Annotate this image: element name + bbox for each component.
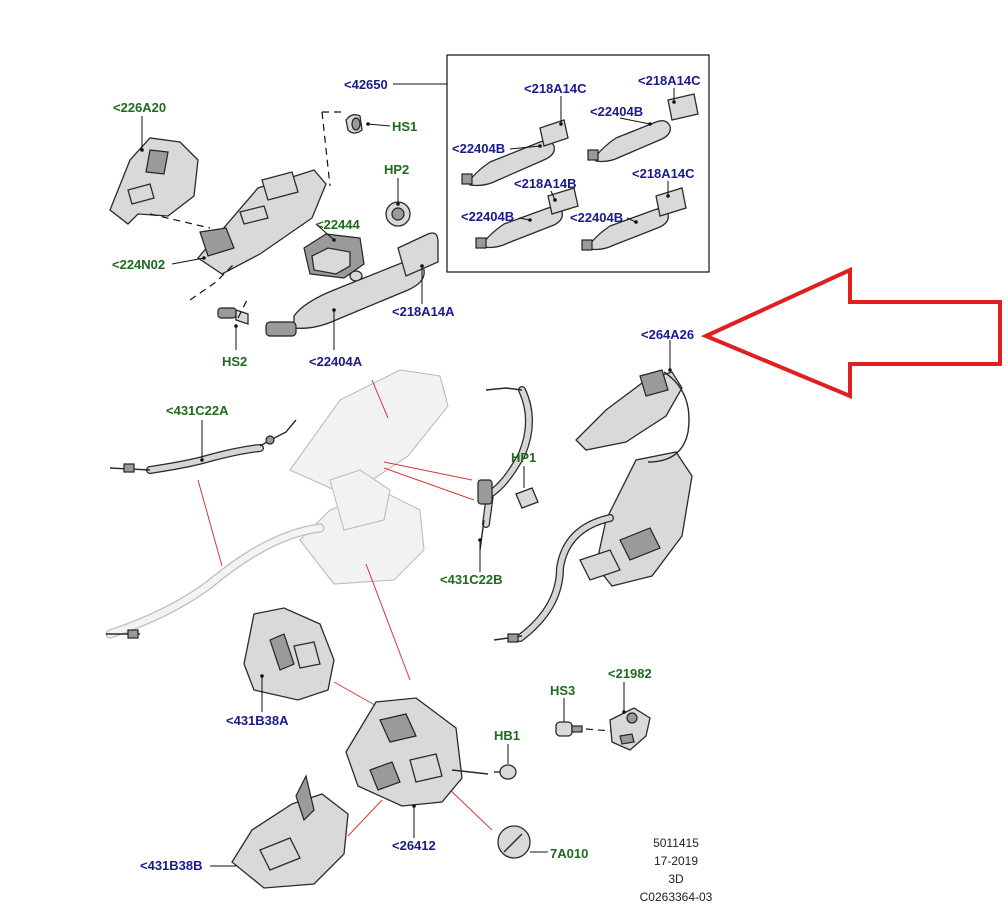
lower-left-cable (106, 629, 140, 639)
assembly-line-2 (149, 213, 211, 229)
label-22404B-4: <22404B (570, 210, 623, 225)
kit-handle-3 (475, 187, 579, 249)
plug-HP2 (385, 201, 411, 227)
label-42650: <42650 (344, 77, 388, 92)
label-HB1: HB1 (494, 728, 520, 743)
striker-21982 (609, 707, 651, 751)
stamp-line-3: 3D (668, 872, 684, 886)
gasket-22444 (303, 233, 365, 282)
label-224N02: <224N02 (112, 257, 165, 272)
door-latch-icon (575, 369, 693, 587)
upper-leaders (140, 116, 424, 350)
part-labels: <226A20 <224N02 HS1 <42650 HP2 <22444 HS… (112, 73, 701, 873)
kit-handle-2 (587, 93, 699, 163)
label-HP1: HP1 (511, 450, 536, 465)
red-leaders (197, 379, 493, 837)
label-HS2: HS2 (222, 354, 247, 369)
label-431B38A: <431B38A (226, 713, 289, 728)
cover-431B38B (231, 774, 349, 889)
screw-HS3 (555, 721, 613, 737)
label-218A14C-3: <218A14C (632, 166, 695, 181)
label-26412: <26412 (392, 838, 436, 853)
big-red-arrow-icon (701, 266, 1002, 399)
label-HP2: HP2 (384, 162, 409, 177)
latch-cable (493, 514, 614, 643)
label-22404A: <22404A (309, 354, 363, 369)
reference-stamp: 5011415 17-2019 3D C0263364-03 (640, 836, 713, 904)
label-218A14C-2: <218A14C (638, 73, 701, 88)
stamp-line-1: 5011415 (653, 836, 699, 850)
cable-431C22B (477, 386, 533, 551)
kit-box (446, 54, 710, 273)
assembly-line-4 (237, 297, 249, 319)
label-22404B-3: <22404B (461, 209, 514, 224)
label-264A26: <264A26 (641, 327, 694, 342)
outside-handle-icon (265, 259, 425, 337)
lock-26412 (345, 697, 489, 807)
label-431C22A: <431C22A (166, 403, 229, 418)
ghost-door-assembly (105, 369, 449, 639)
handle-bracket-226A20 (109, 137, 199, 225)
assembly-line-1 (321, 111, 342, 187)
label-431B38B: <431B38B (140, 858, 203, 873)
release-cable-icon (109, 419, 297, 474)
label-HS3: HS3 (550, 683, 575, 698)
bolt-HB1 (494, 764, 517, 780)
label-218A14C-1: <218A14C (524, 81, 587, 96)
label-7A010: 7A010 (550, 846, 588, 861)
label-21982: <21982 (608, 666, 652, 681)
label-22404B-2: <22404B (452, 141, 505, 156)
label-22404B-1: <22404B (590, 104, 643, 119)
cover-431B38A (243, 607, 335, 701)
screw-HS2 (217, 307, 249, 325)
grommet-7A010 (497, 825, 531, 859)
label-218A14B: <218A14B (514, 176, 577, 191)
label-218A14A: <218A14A (392, 304, 455, 319)
end-cap-218A14A (397, 232, 439, 277)
clip-HS1 (345, 114, 363, 134)
label-HS1: HS1 (392, 119, 417, 134)
plug-HP1 (515, 487, 539, 509)
stamp-line-4: C0263364-03 (640, 890, 713, 904)
kit-handle-1 (461, 119, 569, 187)
handle-carrier-224N02 (197, 169, 327, 275)
label-22444: <22444 (316, 217, 361, 232)
stamp-line-2: 17-2019 (654, 854, 698, 868)
label-226A20: <226A20 (113, 100, 166, 115)
kit-handle-4 (581, 187, 687, 251)
label-431C22B: <431C22B (440, 572, 503, 587)
kit-leaders (509, 88, 676, 224)
assembly-line-3 (189, 261, 237, 301)
